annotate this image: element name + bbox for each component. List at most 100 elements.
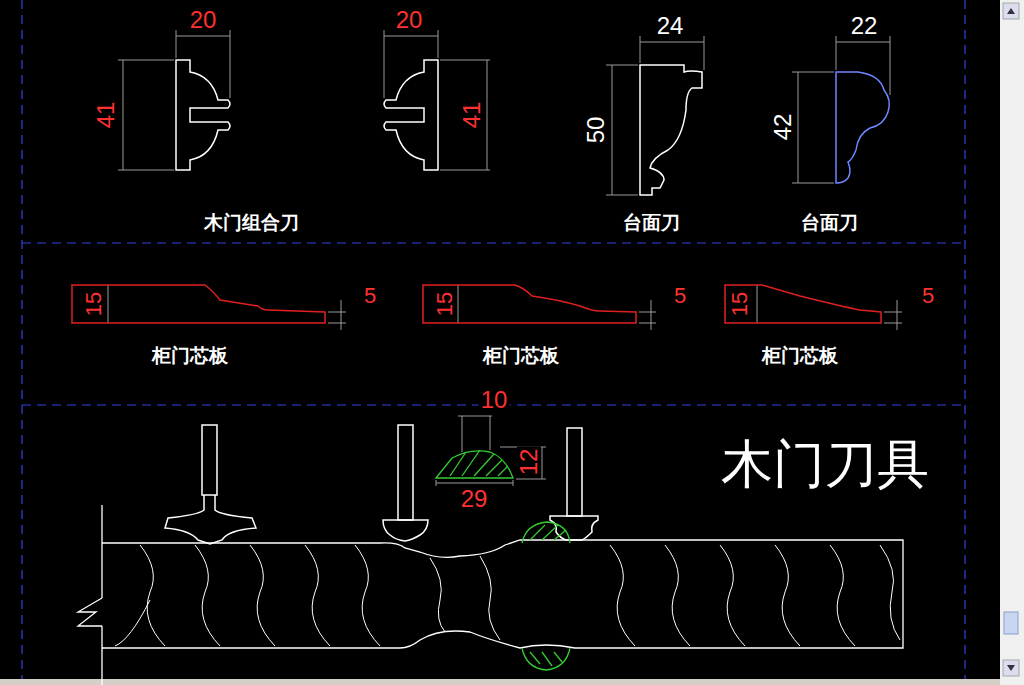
dimension-line — [639, 312, 656, 313]
router-bit — [165, 425, 598, 544]
wood-grain — [720, 545, 745, 646]
dimension-value: 15 — [434, 290, 456, 318]
dimension-line — [704, 36, 705, 70]
cutter-profile — [176, 60, 889, 195]
dimension-line — [438, 30, 439, 58]
dimension-line — [897, 300, 898, 330]
wood-grain — [430, 558, 445, 632]
dimension-line — [440, 170, 490, 171]
dimension-value: 5 — [920, 285, 936, 307]
hatched-profile — [542, 652, 552, 666]
dimension-line — [612, 65, 613, 195]
hatched-profile — [436, 451, 513, 478]
dimension-value: 22 — [849, 14, 880, 38]
panel-profile — [72, 285, 325, 323]
dashed-guide — [21, 0, 22, 679]
panel-profile — [423, 285, 636, 323]
router-bit — [550, 516, 598, 540]
dimension-value: 12 — [517, 447, 541, 478]
dimension-line — [458, 285, 459, 323]
dimension-line — [884, 323, 902, 324]
hatched-profile — [554, 652, 562, 662]
hatched-profile — [474, 454, 494, 476]
scrollbar — [1007, 665, 1015, 671]
hatched-profile — [530, 525, 545, 540]
part-name: 台面刀 — [621, 213, 682, 232]
dimension-line — [328, 312, 346, 313]
hatched-profile — [542, 525, 558, 540]
panel-profile — [72, 285, 881, 323]
dimension-line — [639, 323, 656, 324]
wood-grain — [305, 545, 330, 646]
dimension-line — [458, 416, 492, 417]
dimension-line — [341, 300, 342, 330]
wood-grain — [775, 545, 800, 646]
dimension-value: 50 — [584, 115, 608, 146]
panel-profile — [725, 285, 881, 323]
wood-grain — [250, 545, 275, 646]
dimension-line — [118, 60, 174, 61]
dimension-value: 20 — [188, 8, 219, 32]
scrollbar — [1004, 612, 1018, 634]
wood-grain — [115, 600, 150, 646]
dimension-line — [836, 36, 837, 70]
dimension-value: 41 — [460, 100, 484, 131]
part-name: 木门组合刀 — [202, 213, 301, 232]
hatched-profile — [450, 452, 466, 476]
dimension-value: 10 — [479, 388, 510, 412]
router-bit — [202, 425, 217, 495]
dimension-line — [884, 312, 902, 313]
dashed-guide — [22, 242, 965, 243]
dimension-line — [651, 300, 652, 330]
scrollbar — [0, 679, 1000, 685]
dimension-line — [836, 42, 890, 43]
dimension-line — [230, 30, 231, 98]
dimension-line — [328, 323, 346, 324]
dimension-line — [640, 42, 704, 43]
dimension-line — [108, 285, 109, 323]
dimension-value: 20 — [394, 8, 425, 32]
dimension-line — [487, 60, 488, 170]
scrollbar — [1003, 3, 1019, 19]
wood-plank — [101, 626, 102, 685]
dimension-value: 5 — [362, 285, 378, 307]
dimension-line — [606, 195, 638, 196]
part-name: 台面刀 — [799, 213, 860, 232]
wood-plank — [78, 598, 102, 626]
router-bit — [165, 495, 256, 544]
dimension-line — [118, 170, 174, 171]
wood-grain — [140, 545, 165, 646]
dimension-line — [640, 36, 641, 63]
hatched-profile — [554, 530, 566, 540]
wood-grain — [195, 545, 220, 646]
cutter-profile — [384, 60, 438, 170]
part-name: 柜门芯板 — [760, 346, 840, 365]
hatched-profile — [436, 450, 570, 670]
dimension-value: 24 — [655, 14, 686, 38]
dimension-value: 42 — [771, 112, 795, 143]
dimension-value: 41 — [94, 100, 118, 131]
dimension-line — [606, 65, 638, 66]
wood-grain — [665, 545, 690, 646]
wood-grain — [880, 545, 900, 640]
router-bit — [383, 520, 428, 541]
hatched-profile — [498, 466, 508, 476]
hatched-profile — [522, 648, 570, 670]
scrollbar — [1003, 660, 1019, 676]
wood-grain — [830, 545, 855, 646]
dimension-line — [108, 30, 902, 486]
wood-plank — [102, 540, 903, 648]
cutter-profile — [640, 65, 702, 195]
dimension-line — [384, 36, 438, 37]
wood-plank — [78, 505, 903, 685]
dimension-value: 15 — [83, 290, 105, 318]
dimension-line — [757, 285, 758, 323]
wood-grain — [480, 556, 500, 640]
part-name: 柜门芯板 — [150, 346, 230, 365]
wood-plank — [101, 505, 102, 598]
scrollbar — [1000, 0, 1024, 685]
dimension-line — [176, 36, 230, 37]
